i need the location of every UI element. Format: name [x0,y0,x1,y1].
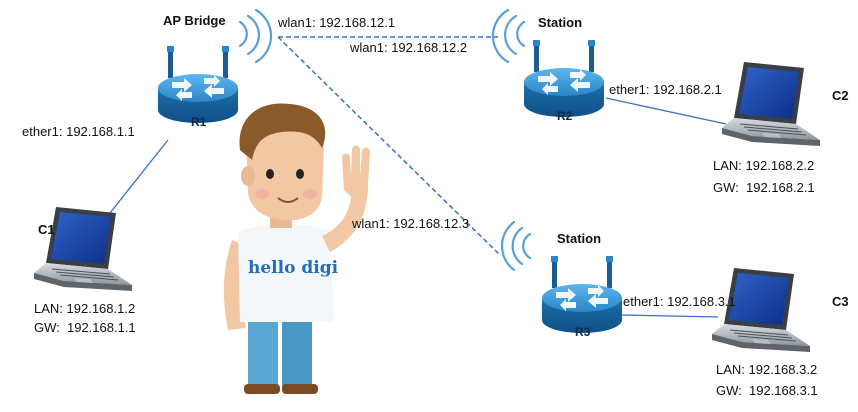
wifi-waves-r2 [491,8,526,64]
client-c2-lan: LAN: 192.168.2.2 [713,158,815,173]
client-c3-name: C3 [832,294,849,309]
wifi-waves-r1 [238,8,273,64]
ap-bridge-title: AP Bridge [163,13,226,28]
mascot: hello digi [223,103,370,394]
r2-ether-address: ether1: 192.168.2.1 [609,82,722,97]
r3-ether-address: ether1: 192.168.3.1 [623,294,736,309]
router-r2-label: R2 [557,109,573,123]
r1-wlan-address: wlan1: 192.168.12.1 [278,15,396,30]
wired-link-r1-c1 [109,139,169,214]
router-r1 [158,46,238,123]
wireless-links [277,36,501,256]
client-c1-name: C1 [38,222,55,237]
client-c2-name: C2 [832,88,849,103]
router-r3-label: R3 [575,325,591,339]
client-c1-lan: LAN: 192.168.1.2 [34,301,136,316]
laptop-c3 [711,267,811,353]
client-c3-lan: LAN: 192.168.3.2 [716,362,818,377]
wireless-link-r1-r3 [277,36,501,256]
router-r2 [524,40,604,117]
laptop-c2 [721,61,821,147]
router-r1-label: R1 [191,115,207,129]
r2-wlan-address: wlan1: 192.168.12.2 [350,40,468,55]
client-c1-gw: GW: 192.168.1.1 [34,320,136,335]
client-c2-gw: GW: 192.168.2.1 [713,180,815,195]
r1-ether-address: ether1: 192.168.1.1 [22,124,135,139]
wired-link-r3-c3 [621,314,719,318]
wifi-waves-r3 [500,220,532,272]
mascot-shirt-text: hello digi [248,258,339,278]
wired-links [109,97,727,318]
client-c3-gw: GW: 192.168.3.1 [716,383,818,398]
r3-wlan-address: wlan1: 192.168.12.3 [352,216,470,231]
station-r2-title: Station [538,15,583,30]
router-r3 [542,256,622,333]
station-r3-title: Station [557,231,602,246]
laptop-c1 [33,206,133,292]
wired-link-r2-c2 [605,97,727,125]
